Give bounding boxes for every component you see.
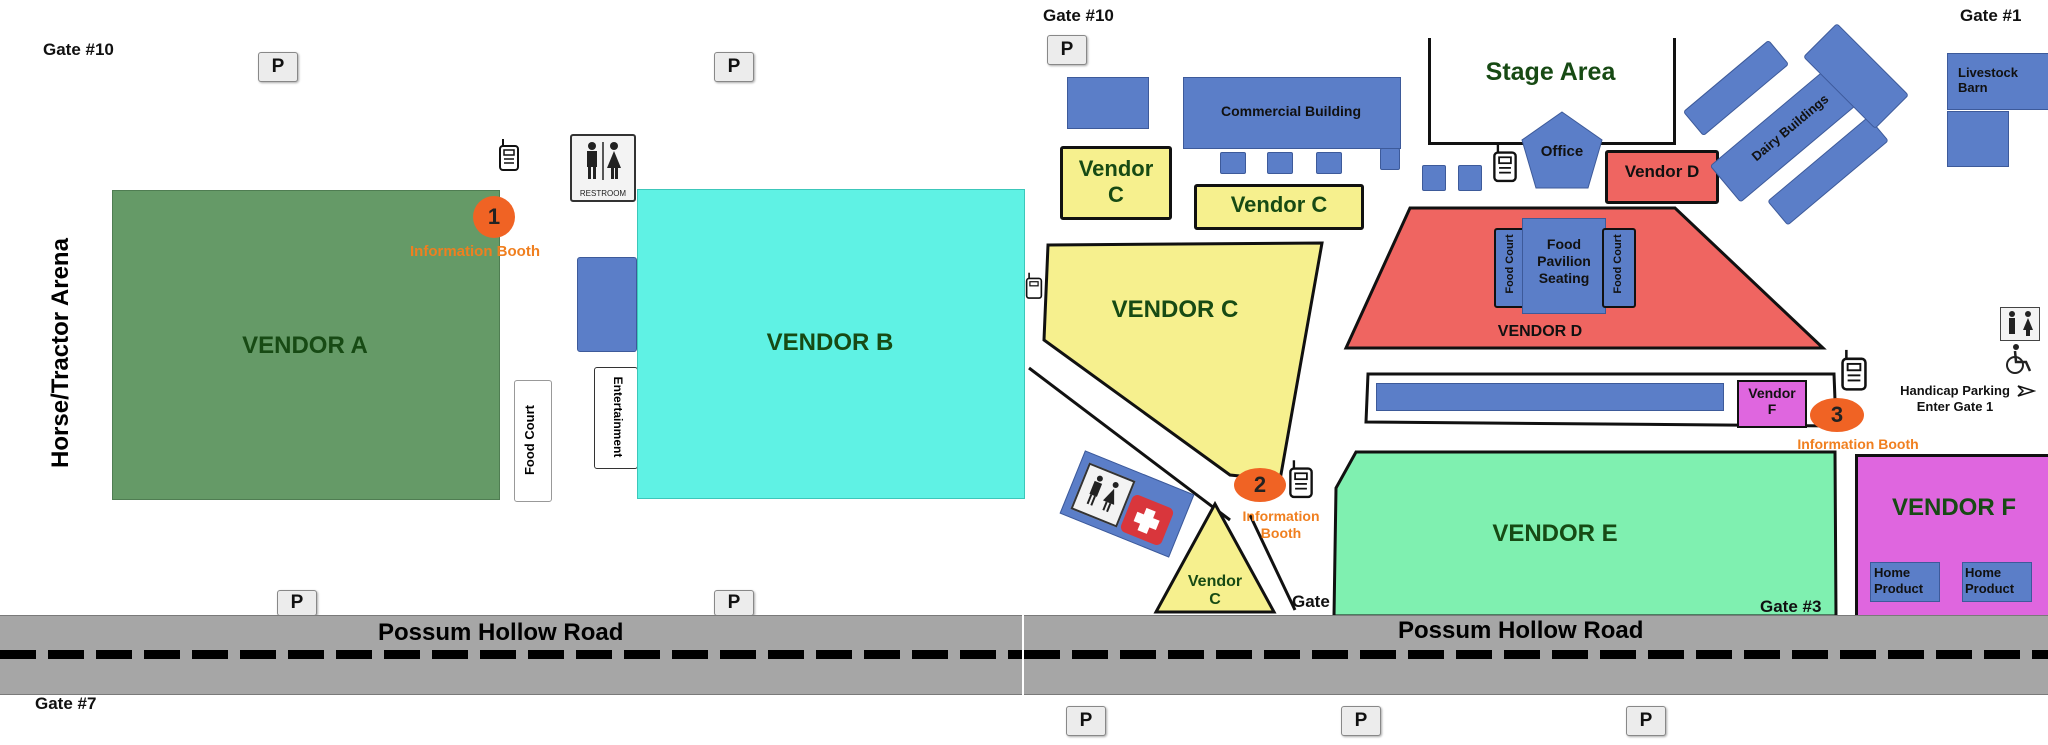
building [1947,111,2009,167]
vendor-c-small-2-label: Vendor C [1230,192,1328,217]
parking-icon: P [1066,706,1106,736]
vendor-e-label: VENDOR E [1492,520,1618,547]
vendor-c-small-1 [1060,146,1172,220]
building [1380,148,1400,170]
vendor-d-small [1605,150,1719,204]
vendor-d-small-label: Vendor D [1624,162,1700,181]
gate-7-label: Gate #7 [35,694,97,713]
handicap-parking-label: Handicap Parking Enter Gate 1 [1900,383,2010,414]
food-pavilion-seating [1522,218,1606,314]
information-booth-2-marker: 2 [1234,468,1286,502]
possum-hollow-road-left [0,615,1022,695]
commercial-building [1183,77,1401,149]
arrow-right-icon [2017,385,2036,397]
gate-1-label: Gate #1 [1960,6,2022,25]
radio-icon [1289,460,1313,499]
food-pavilion-seating-label: Food Pavilion Seating [1537,236,1591,286]
vendor-a-area [112,190,500,500]
food-court-right-2 [1602,228,1636,308]
information-booth-2-label: Information Booth [1242,508,1320,541]
walkway-lines [1028,366,1297,611]
gate-3-label: Gate #3 [1760,597,1822,616]
livestock-barn [1947,53,2048,110]
wheelchair-icon [2006,344,2032,374]
parking-icon: P [1626,706,1666,736]
vendor-d-large-label: VENDOR D [1497,323,1583,340]
vendor-f-small [1737,380,1807,428]
restroom-label: RESTROOM [579,189,627,198]
vendor-f-small-label: Vendor F [1748,385,1796,417]
possum-hollow-road-right [1024,615,2048,695]
entertainment-building [594,367,638,469]
building [1067,77,1149,129]
home-product-2-label: Home Product [1965,565,2015,596]
parking-icon: P [1341,706,1381,736]
home-product-2 [1962,562,2032,602]
office-building [1521,111,1603,189]
building [1422,165,1446,191]
radio-icon [1025,272,1043,299]
building [1267,152,1293,174]
information-booth-3-label: Information Booth [1797,436,1919,452]
home-product-1-label: Home Product [1874,565,1924,596]
road-center-line [0,650,1022,659]
road-center-line [1024,650,2048,659]
restroom-icon: RESTROOM [570,134,636,202]
vendor-c-triangle-label: Vendor C [1187,573,1243,608]
parking-icon: P [277,590,317,616]
vendor-f-large-label: VENDOR F [1891,494,2016,521]
gate-10-right-label: Gate #10 [1043,6,1114,25]
information-booth-3-marker: 3 [1810,398,1864,432]
vendor-a-label: VENDOR A [242,332,368,359]
building [577,257,637,352]
restroom-icon [2000,307,2040,341]
gate-10-left-label: Gate #10 [43,40,114,59]
entertainment-label: Entertainment [611,376,625,458]
home-product-1 [1870,562,1940,602]
office-label: Office [1540,143,1584,160]
livestock-barn-label: Livestock Barn [1958,65,2018,95]
vendor-c-small-1-label: Vendor C [1078,156,1154,207]
information-booth-1-label: Information Booth [410,243,540,260]
commercial-building-label: Commercial Building [1220,103,1362,119]
radio-icon [1841,349,1867,391]
food-court-left-label: Food Court [522,404,537,476]
parking-icon: P [1047,35,1087,65]
restroom-icon [1070,462,1136,528]
vendor-b-label: VENDOR B [766,329,894,356]
vendor-c-triangle-area [1153,500,1277,614]
information-booth-1-marker: 1 [473,196,515,238]
vendor-e-area [1332,450,1838,616]
stage-area-label: Stage Area [1485,58,1616,86]
road-name-left: Possum Hollow Road [378,619,624,646]
radio-icon [1493,144,1517,183]
building [1220,152,1246,174]
long-building [1376,383,1724,411]
vendor-b-area [637,189,1025,499]
vendor-c-small-2 [1194,184,1364,230]
parking-icon: P [714,52,754,82]
road-name-right: Possum Hollow Road [1398,617,1644,644]
parking-icon: P [714,590,754,616]
vendor-c-large-label: VENDOR C [1111,296,1239,323]
food-court-right-1-label: Food Court [1504,234,1516,294]
building [1458,165,1482,191]
horse-tractor-arena-label: Horse/Tractor Arena [47,238,74,468]
radio-icon [499,139,519,171]
food-court-left [514,380,552,502]
parking-icon: P [258,52,298,82]
food-court-right-2-label: Food Court [1612,234,1624,294]
building [1316,152,1342,174]
